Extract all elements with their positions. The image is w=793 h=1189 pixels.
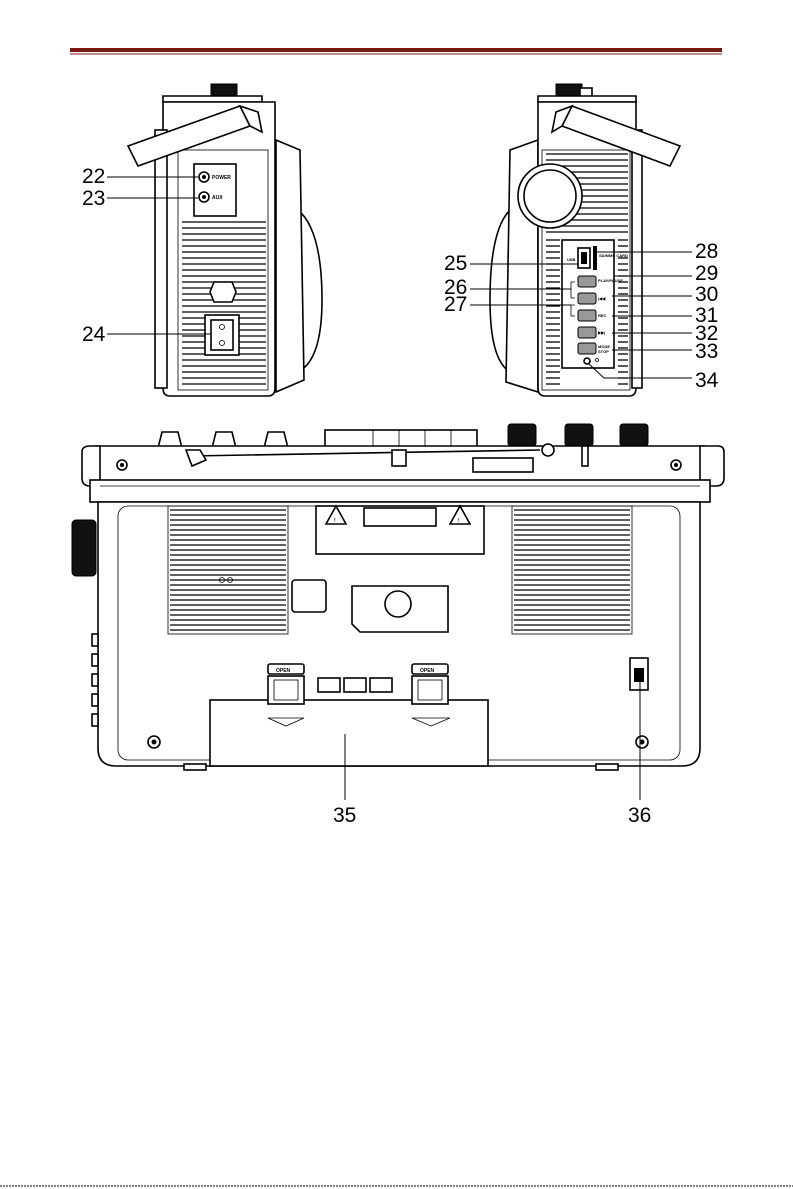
usb-label: USB xyxy=(567,257,576,262)
callout-25: 25 xyxy=(444,252,467,275)
tuning-knob[interactable] xyxy=(524,170,576,222)
rail-screw-left-inner xyxy=(120,463,124,467)
top-knob-3[interactable] xyxy=(620,424,648,446)
bottom-screw-left-inner xyxy=(152,740,157,745)
battery-cell-1 xyxy=(318,678,340,692)
antenna-clip-mid xyxy=(392,450,406,466)
mode-button[interactable] xyxy=(578,343,596,354)
open-label-right: OPEN xyxy=(420,668,435,674)
rating-label-window xyxy=(364,508,436,526)
bottom-view: ! ! OPEN OPEN xyxy=(72,424,724,770)
left-side-strip xyxy=(276,140,304,392)
side-button[interactable] xyxy=(92,714,98,726)
callout-30: 30 xyxy=(695,283,718,306)
callout-23: 23 xyxy=(82,187,105,210)
right-top-cap xyxy=(538,96,636,102)
side-button[interactable] xyxy=(92,634,98,646)
aux-jack-label: AUX xyxy=(212,195,223,201)
side-buttons xyxy=(92,634,98,726)
cover-square xyxy=(292,580,326,612)
side-button[interactable] xyxy=(92,694,98,706)
foot-left xyxy=(184,764,206,770)
aux-jack-hole xyxy=(202,195,206,199)
callout-33: 33 xyxy=(695,340,718,363)
left-front-strip xyxy=(155,130,167,388)
voltage-switch-slider xyxy=(634,668,644,682)
prev-button[interactable] xyxy=(578,293,596,304)
foot-right xyxy=(596,764,618,770)
callout-29: 29 xyxy=(695,262,718,285)
right-back-strip xyxy=(632,130,642,388)
rec-button[interactable] xyxy=(578,310,596,321)
side-button[interactable] xyxy=(92,674,98,686)
callout-22: 22 xyxy=(82,165,105,188)
left-side-view: POWER AUX xyxy=(128,84,322,396)
header-rule-bar xyxy=(70,48,722,52)
antenna-hinge xyxy=(582,446,588,466)
side-button[interactable] xyxy=(92,654,98,666)
card-slot[interactable] xyxy=(593,246,597,270)
callout-34: 34 xyxy=(695,369,719,392)
cassette-hub xyxy=(385,591,411,617)
prev-label: |◀◀ xyxy=(598,296,606,301)
handle-bar xyxy=(90,480,710,502)
card-label: SD/MMC CARD xyxy=(599,253,628,258)
stop-label: STOP xyxy=(598,349,609,354)
rec-label: REC xyxy=(598,313,607,318)
top-knob-2[interactable] xyxy=(565,424,593,446)
antenna-tip xyxy=(542,444,554,456)
play-pause-label: PLAY/PAUSE xyxy=(598,278,623,283)
callout-24: 24 xyxy=(82,323,106,346)
power-jack-label: POWER xyxy=(212,175,231,181)
callout-27: 27 xyxy=(444,293,467,316)
play-pause-button[interactable] xyxy=(578,276,596,287)
rail-screw-right-inner xyxy=(674,463,678,467)
side-knob[interactable] xyxy=(72,520,96,576)
battery-cover[interactable] xyxy=(210,700,488,766)
power-jack-hole xyxy=(202,175,206,179)
header-rule xyxy=(70,48,722,54)
callout-28: 28 xyxy=(695,240,718,263)
led-indicator xyxy=(584,358,590,364)
callout-35: 35 xyxy=(333,804,356,827)
right-side-view: USB SD/MMC CARD PLAY/PAUSE |◀◀ REC ▶▶| M… xyxy=(490,84,680,396)
left-jack-plate xyxy=(194,164,236,216)
open-label-left: OPEN xyxy=(276,668,291,674)
left-battery-hatch xyxy=(210,282,236,302)
battery-cell-2 xyxy=(344,678,366,692)
usb-port-inner xyxy=(581,252,587,264)
top-knob-1[interactable] xyxy=(508,424,536,446)
left-top-cap xyxy=(163,96,262,102)
next-button[interactable] xyxy=(578,327,596,338)
next-label: ▶▶| xyxy=(597,330,605,335)
antenna-clip-right xyxy=(473,458,533,472)
callout-36: 36 xyxy=(628,804,651,827)
battery-cell-3 xyxy=(370,678,392,692)
